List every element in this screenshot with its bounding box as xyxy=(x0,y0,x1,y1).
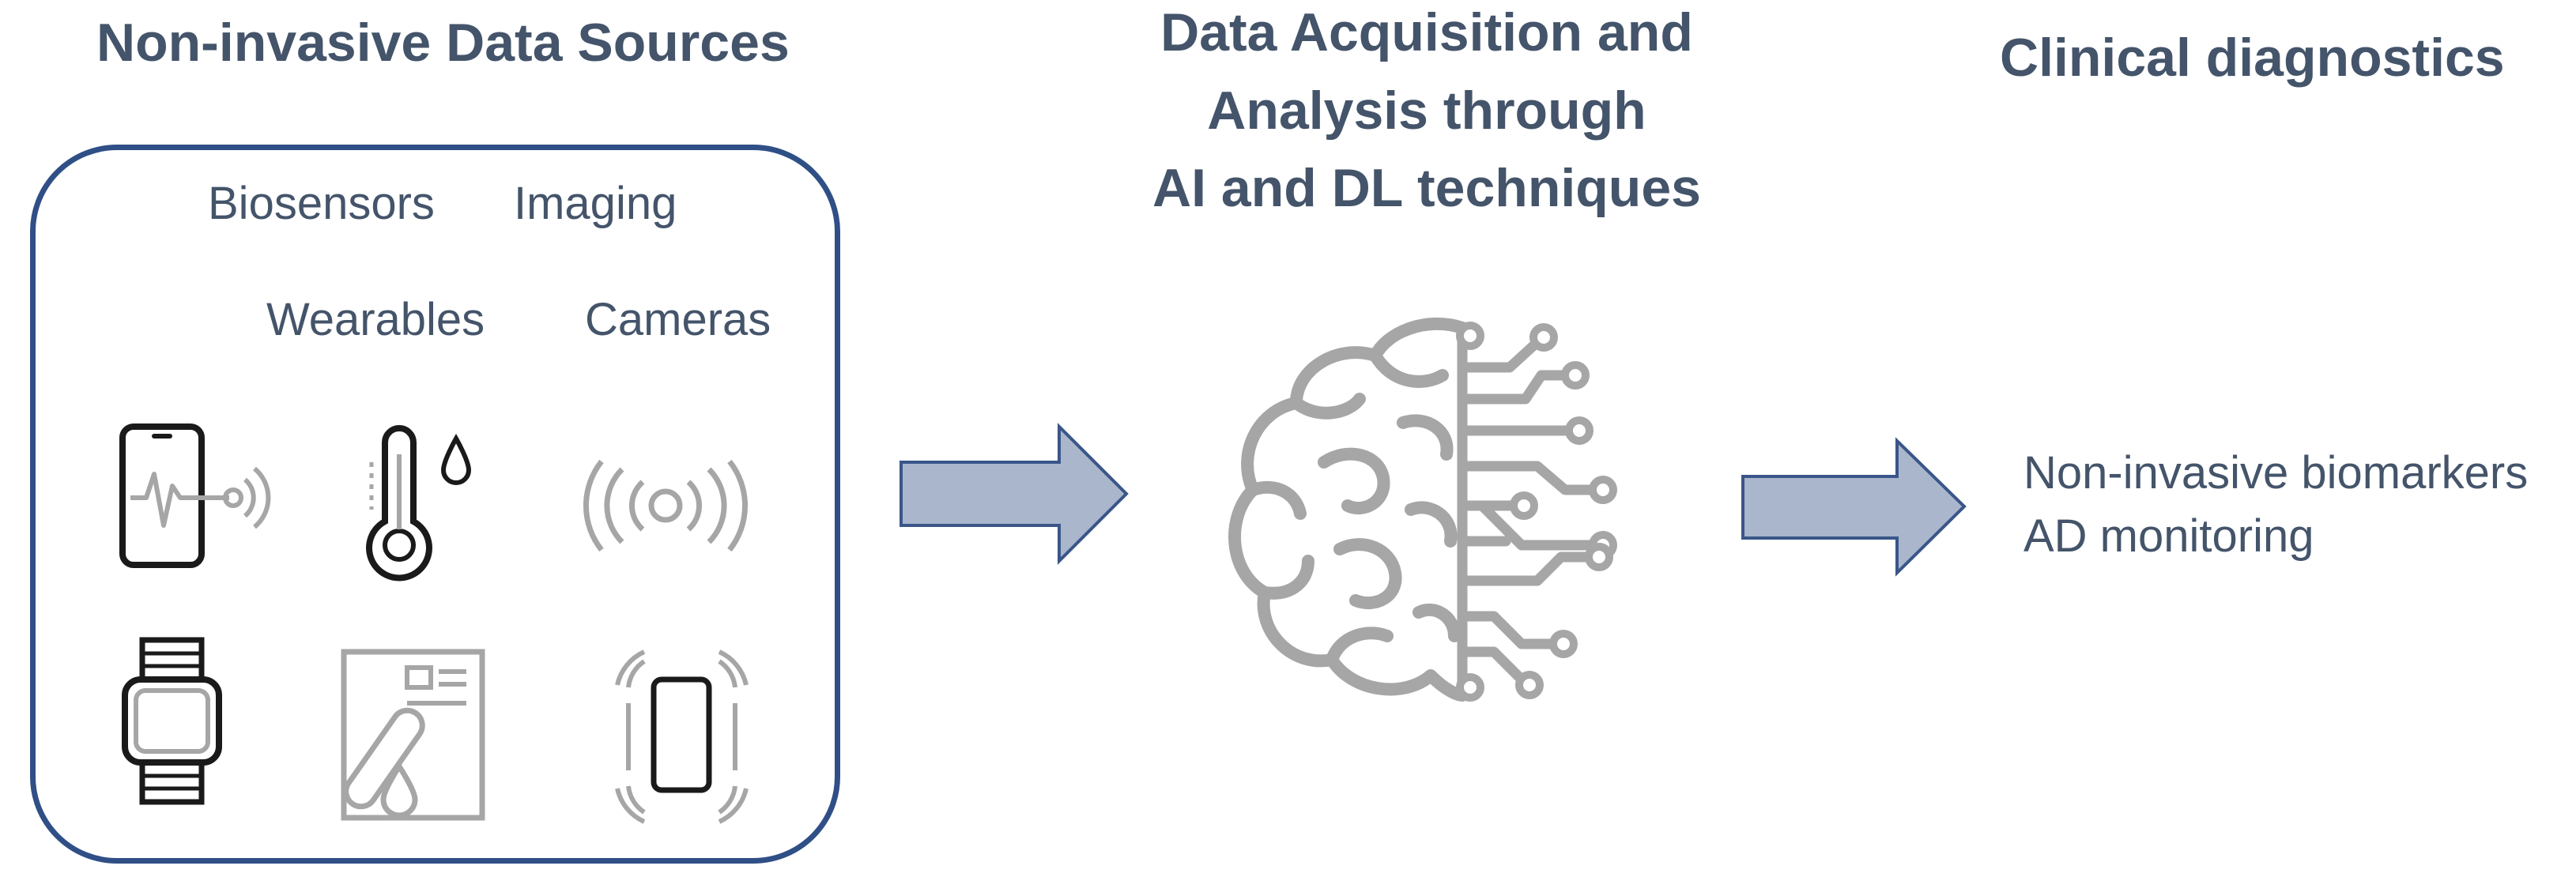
flow-arrow-1 xyxy=(900,423,1129,565)
lab-report-test-tube-icon xyxy=(341,649,485,821)
analysis-title-line-2: Analysis through xyxy=(1207,80,1646,141)
thermometer-drop-icon xyxy=(366,425,472,582)
analysis-title: Data Acquisition and Analysis through AI… xyxy=(1142,0,1711,228)
flow-arrow-2 xyxy=(1741,437,1967,577)
diagnostics-title: Clinical diagnostics xyxy=(2000,28,2505,88)
category-biosensors: Biosensors xyxy=(208,178,435,229)
sources-box xyxy=(30,145,840,864)
sources-title: Non-invasive Data Sources xyxy=(96,13,790,73)
analysis-title-line-1: Data Acquisition and xyxy=(1160,2,1693,62)
analysis-title-line-3: AI and DL techniques xyxy=(1152,158,1701,219)
vibrating-phone-icon xyxy=(615,649,749,824)
category-wearables: Wearables xyxy=(266,294,485,345)
wireless-signal-icon xyxy=(583,459,749,552)
category-cameras: Cameras xyxy=(585,294,771,345)
diagnostics-item-biomarkers: Non-invasive biomarkers xyxy=(2023,447,2529,499)
ai-brain-circuit-icon xyxy=(1228,317,1617,702)
diagnostics-item-ad-monitoring: AD monitoring xyxy=(2023,510,2314,562)
smartphone-heartbeat-icon xyxy=(119,423,271,568)
category-imaging: Imaging xyxy=(514,178,677,229)
smartwatch-icon xyxy=(122,637,222,805)
